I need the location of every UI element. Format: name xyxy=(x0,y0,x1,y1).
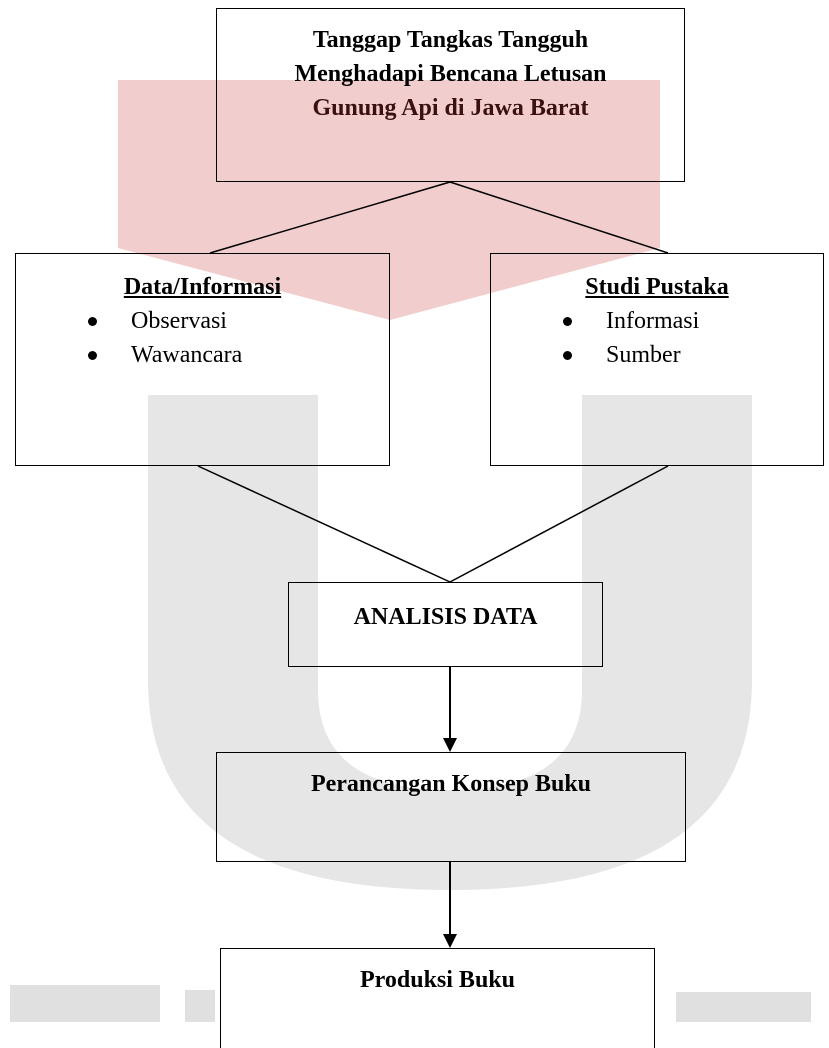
studi-pustaka-heading: Studi Pustaka xyxy=(585,274,729,300)
watermark-telkom-letters xyxy=(10,985,811,1022)
data-informasi-heading: Data/Informasi xyxy=(123,274,282,300)
list-item: Wawancara xyxy=(16,338,389,372)
bullet-icon xyxy=(563,317,572,326)
perancangan-konsep-label: Perancangan Konsep Buku xyxy=(310,771,592,797)
connector-lines xyxy=(197,181,669,948)
list-item: Informasi xyxy=(491,304,823,338)
connector-title-to-data xyxy=(209,181,451,254)
watermark-gray-u xyxy=(148,395,752,890)
list-item-label: Informasi xyxy=(606,308,700,334)
list-item: Observasi xyxy=(16,304,389,338)
arrowhead-produksi xyxy=(443,934,457,948)
bullet-icon xyxy=(88,317,97,326)
studi-pustaka-box: Studi Pustaka Informasi Sumber xyxy=(490,253,824,466)
produksi-buku-box: Produksi Buku xyxy=(220,948,655,1048)
arrowhead-perancangan xyxy=(443,738,457,752)
connector-data-to-analisis xyxy=(197,465,451,583)
connector-title-to-studi xyxy=(449,181,669,254)
list-item-label: Observasi xyxy=(131,308,227,334)
data-informasi-list: Observasi Wawancara xyxy=(16,304,389,372)
bullet-icon xyxy=(88,351,97,360)
analisis-data-box: ANALISIS DATA xyxy=(288,582,603,667)
list-item-label: Wawancara xyxy=(131,342,243,368)
list-item-label: Sumber xyxy=(606,342,681,368)
title-line-2: Menghadapi Bencana Letusan xyxy=(294,61,607,87)
analisis-data-label: ANALISIS DATA xyxy=(353,604,538,630)
bullet-icon xyxy=(563,351,572,360)
title-line-1: Tanggap Tangkas Tangguh xyxy=(312,27,589,53)
studi-pustaka-list: Informasi Sumber xyxy=(491,304,823,372)
list-item: Sumber xyxy=(491,338,823,372)
title-box: Tanggap Tangkas Tangguh Menghadapi Benca… xyxy=(216,8,685,182)
data-informasi-box: Data/Informasi Observasi Wawancara xyxy=(15,253,390,466)
title-line-3: Gunung Api di Jawa Barat xyxy=(312,95,589,121)
produksi-buku-label: Produksi Buku xyxy=(360,967,515,993)
connector-studi-to-analisis xyxy=(449,465,669,583)
perancangan-konsep-box: Perancangan Konsep Buku xyxy=(216,752,686,862)
